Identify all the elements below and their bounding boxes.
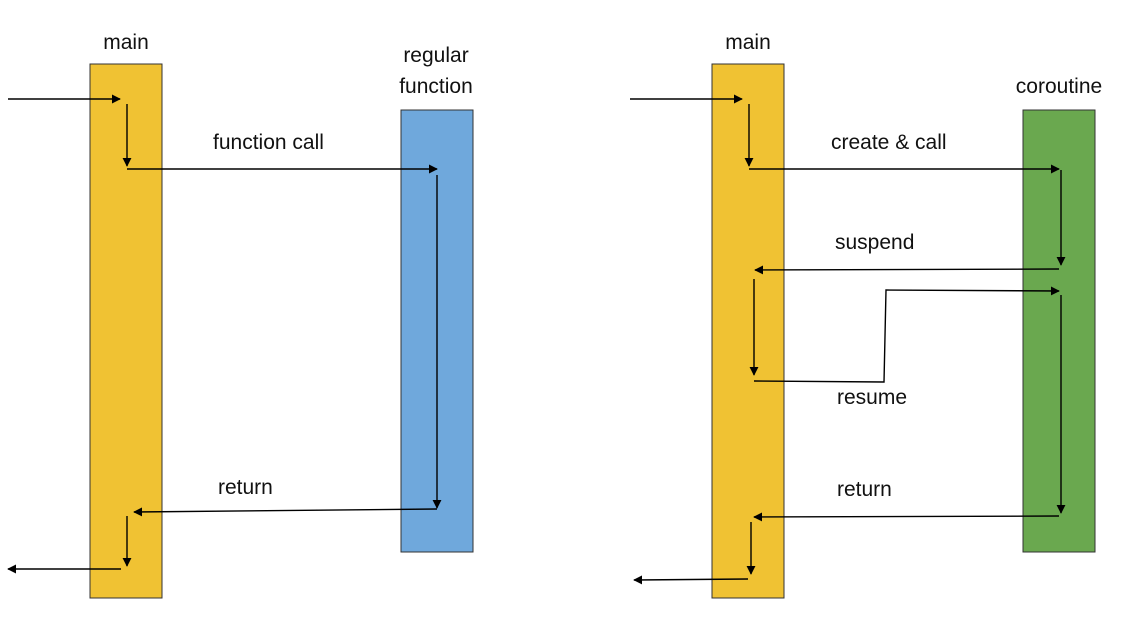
right-panel: main coroutine create & call suspend res… — [630, 31, 1102, 599]
resume-label: resume — [837, 386, 907, 409]
return-label-left: return — [218, 476, 273, 499]
return-arrow-left — [133, 507, 438, 517]
return-arrow-right — [753, 512, 1060, 522]
suspend-arrow — [754, 265, 1060, 275]
main-label-left: main — [103, 31, 149, 54]
main-lifeline-left — [89, 63, 163, 599]
regular-function-label-line1: regular — [403, 44, 468, 67]
suspend-label: suspend — [835, 231, 914, 254]
coroutine-label: coroutine — [1016, 75, 1102, 98]
create-and-call-label: create & call — [831, 131, 947, 154]
exit-arrow-right — [633, 575, 749, 585]
main-lifeline-right — [711, 63, 785, 599]
return-label-right: return — [837, 478, 892, 501]
regular-function-label-line2: function — [399, 75, 473, 98]
resume-arrow — [753, 286, 1060, 383]
function-call-label: function call — [213, 131, 324, 154]
main-label-right: main — [725, 31, 771, 54]
left-panel: main regular function function call retu… — [7, 31, 474, 599]
coroutine-lifeline — [1022, 109, 1096, 553]
